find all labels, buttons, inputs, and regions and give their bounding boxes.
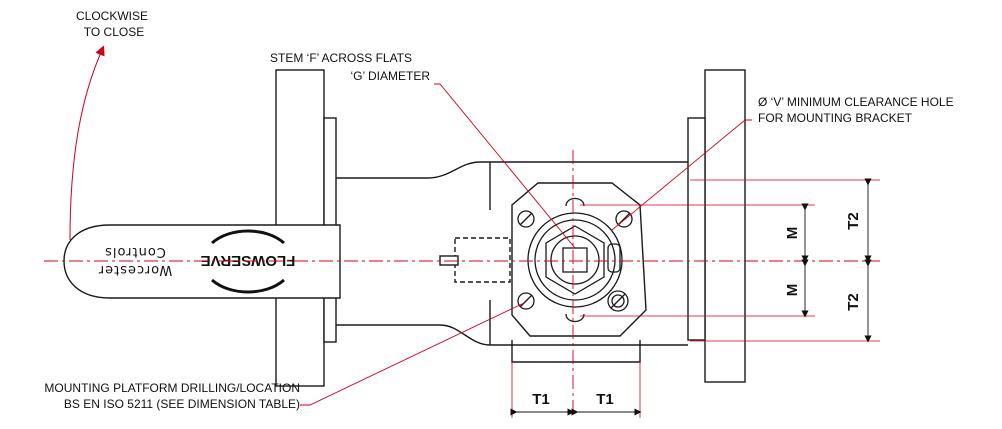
right-flange: [704, 69, 746, 383]
connector-pin: [439, 255, 459, 266]
dim-label-t2-upper: T2: [845, 212, 862, 230]
clearance-label-line1: Ø ‘V’ MINIMUM CLEARANCE HOLE: [758, 95, 954, 109]
stem-diameter-g: [550, 235, 600, 285]
rotation-arrow: [69, 45, 105, 241]
connector-block: [454, 237, 511, 283]
stem-leader: [434, 83, 576, 249]
dim-label-t1-left: T1: [532, 391, 550, 408]
dim-label-t1-right: T1: [596, 391, 614, 408]
valve-body: [275, 69, 746, 387]
worcester-mark: Worcester Controls: [98, 244, 172, 277]
mounting-hole-br: [607, 290, 629, 312]
handle-product-line1: Worcester: [98, 262, 172, 277]
dimension-arrows: [510, 178, 872, 416]
platform-bottom: [511, 340, 641, 363]
body-top-edge: [336, 161, 688, 179]
dim-label-m-lower: M: [784, 284, 801, 297]
handle-brand: FLOWSERVE: [201, 252, 296, 269]
platform-label-line2: BS EN ISO 5211 (SEE DIMENSION TABLE): [64, 397, 300, 411]
platform-leader: [300, 302, 525, 406]
dim-label-m-upper: M: [784, 227, 801, 240]
platform-label-line1: MOUNTING PLATFORM DRILLING/LOCATION: [44, 381, 300, 395]
rotation-label-line2: TO CLOSE: [84, 25, 144, 39]
clearance-slot-top: [565, 197, 585, 207]
right-flange-face: [687, 117, 706, 341]
clearance-leader: [611, 119, 752, 231]
rotation-label-line1: CLOCKWISE: [76, 9, 148, 23]
mounting-hole-br-inner: [611, 294, 625, 308]
hole-tl-cross: [519, 212, 533, 226]
mounting-hole-tr: [615, 210, 633, 228]
mounting-hole-tl: [517, 210, 535, 228]
stem-side-lug: [607, 243, 621, 273]
logo-swoosh-bottom: [211, 229, 285, 245]
mounting-holes: [517, 210, 633, 312]
clearance-label-line2: FOR MOUNTING BRACKET: [758, 111, 913, 125]
logo-swoosh-top: [211, 278, 285, 294]
hole-bl-cross: [519, 294, 533, 308]
handle: FLOWSERVE Worcester Controls: [63, 224, 341, 299]
handle-product-line2: Controls: [104, 244, 166, 259]
stem-label-line1: STEM ‘F’ ACROSS FLATS: [270, 51, 412, 65]
stem-label-line2: ‘G’ DIAMETER: [350, 69, 430, 83]
mounting-hole-bl: [517, 292, 535, 310]
dim-label-t2-lower: T2: [845, 293, 862, 311]
stem-assembly: [517, 197, 633, 323]
stem-hex: [545, 225, 605, 295]
centre-lines: [44, 150, 880, 416]
stem-boss-ring: [534, 219, 616, 301]
hole-br-cross: [610, 293, 626, 309]
flowserve-logo: FLOWSERVE: [201, 229, 296, 294]
